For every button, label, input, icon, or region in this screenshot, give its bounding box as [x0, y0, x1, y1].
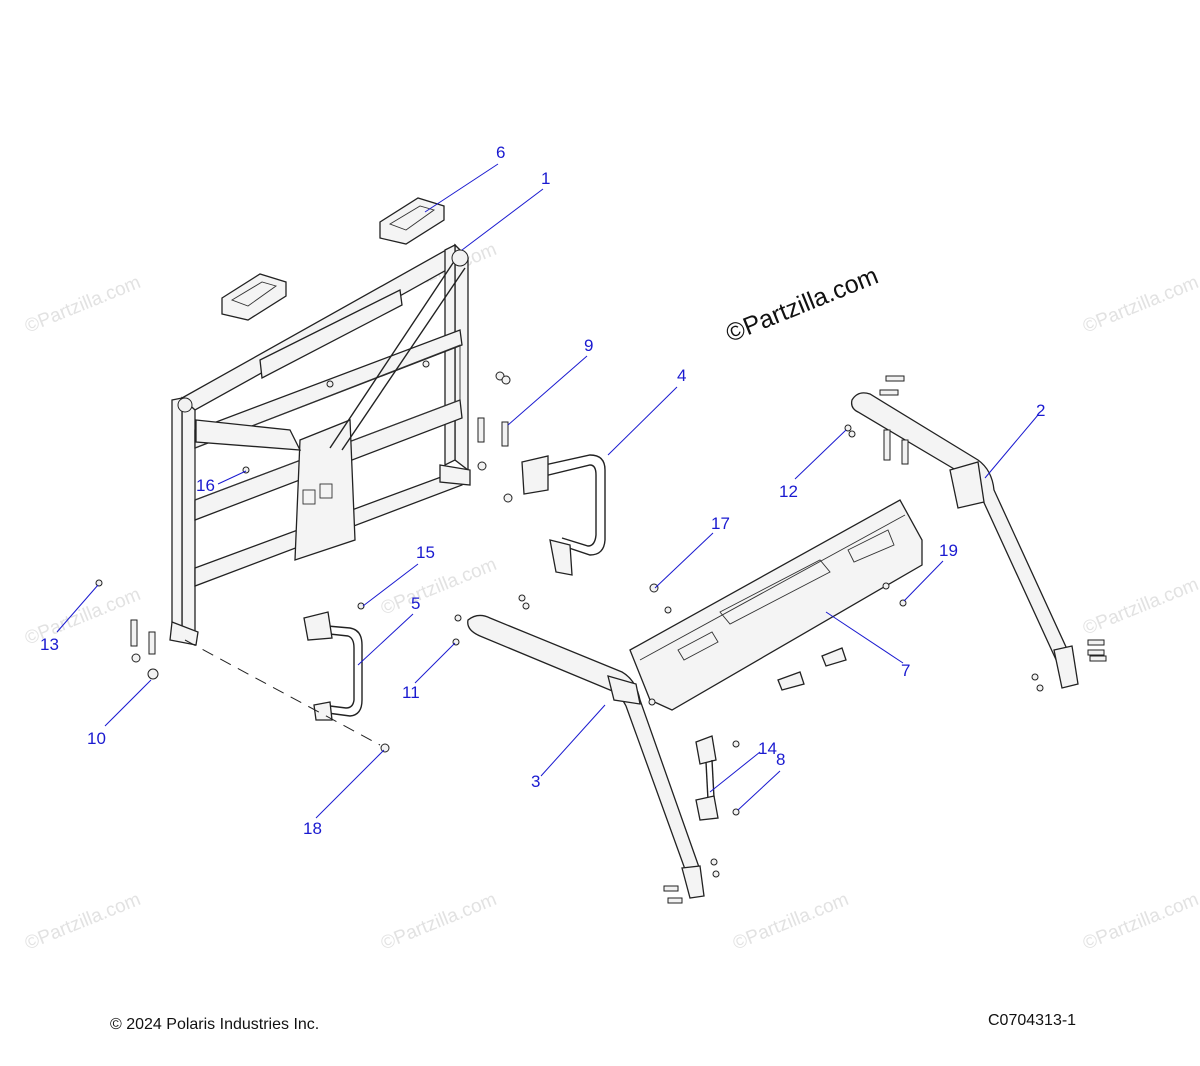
copyright-text: © 2024 Polaris Industries Inc. — [110, 1016, 320, 1033]
panel-part — [629, 499, 923, 711]
roll-bar-part — [850, 392, 1079, 689]
callout-label[interactable]: 6 — [496, 143, 506, 162]
roll-bar-part — [467, 614, 705, 899]
callout-label[interactable]: 4 — [677, 366, 687, 385]
callout-label[interactable]: 9 — [584, 336, 594, 355]
diagram-code: C0704313-1 — [988, 1012, 1077, 1029]
callout-label[interactable]: 11 — [402, 683, 420, 702]
hardware — [95, 360, 1107, 904]
callout-label[interactable]: 2 — [1036, 401, 1046, 420]
leader-lines — [56, 163, 1039, 819]
callout-label[interactable]: 14 — [758, 739, 777, 758]
callout-label[interactable]: 1 — [541, 169, 551, 188]
callout-label[interactable]: 13 — [40, 635, 59, 654]
callout-label[interactable]: 18 — [303, 819, 322, 838]
callout-label[interactable]: 19 — [939, 541, 958, 560]
cab-frame-part — [169, 243, 471, 646]
callout-label[interactable]: 10 — [87, 729, 106, 748]
handle-part — [221, 197, 445, 321]
callout-label[interactable]: 15 — [416, 543, 435, 562]
brace-part — [521, 454, 606, 576]
callout-label[interactable]: 3 — [531, 772, 541, 791]
strap-part — [695, 735, 719, 821]
callout-label[interactable]: 12 — [779, 482, 798, 501]
callout-label[interactable]: 17 — [711, 514, 730, 533]
callout-label[interactable]: 8 — [776, 750, 786, 769]
brace-part — [303, 611, 363, 721]
callout-label[interactable]: 7 — [901, 661, 911, 680]
callout-label[interactable]: 16 — [196, 476, 215, 495]
callout-label[interactable]: 5 — [411, 594, 421, 613]
